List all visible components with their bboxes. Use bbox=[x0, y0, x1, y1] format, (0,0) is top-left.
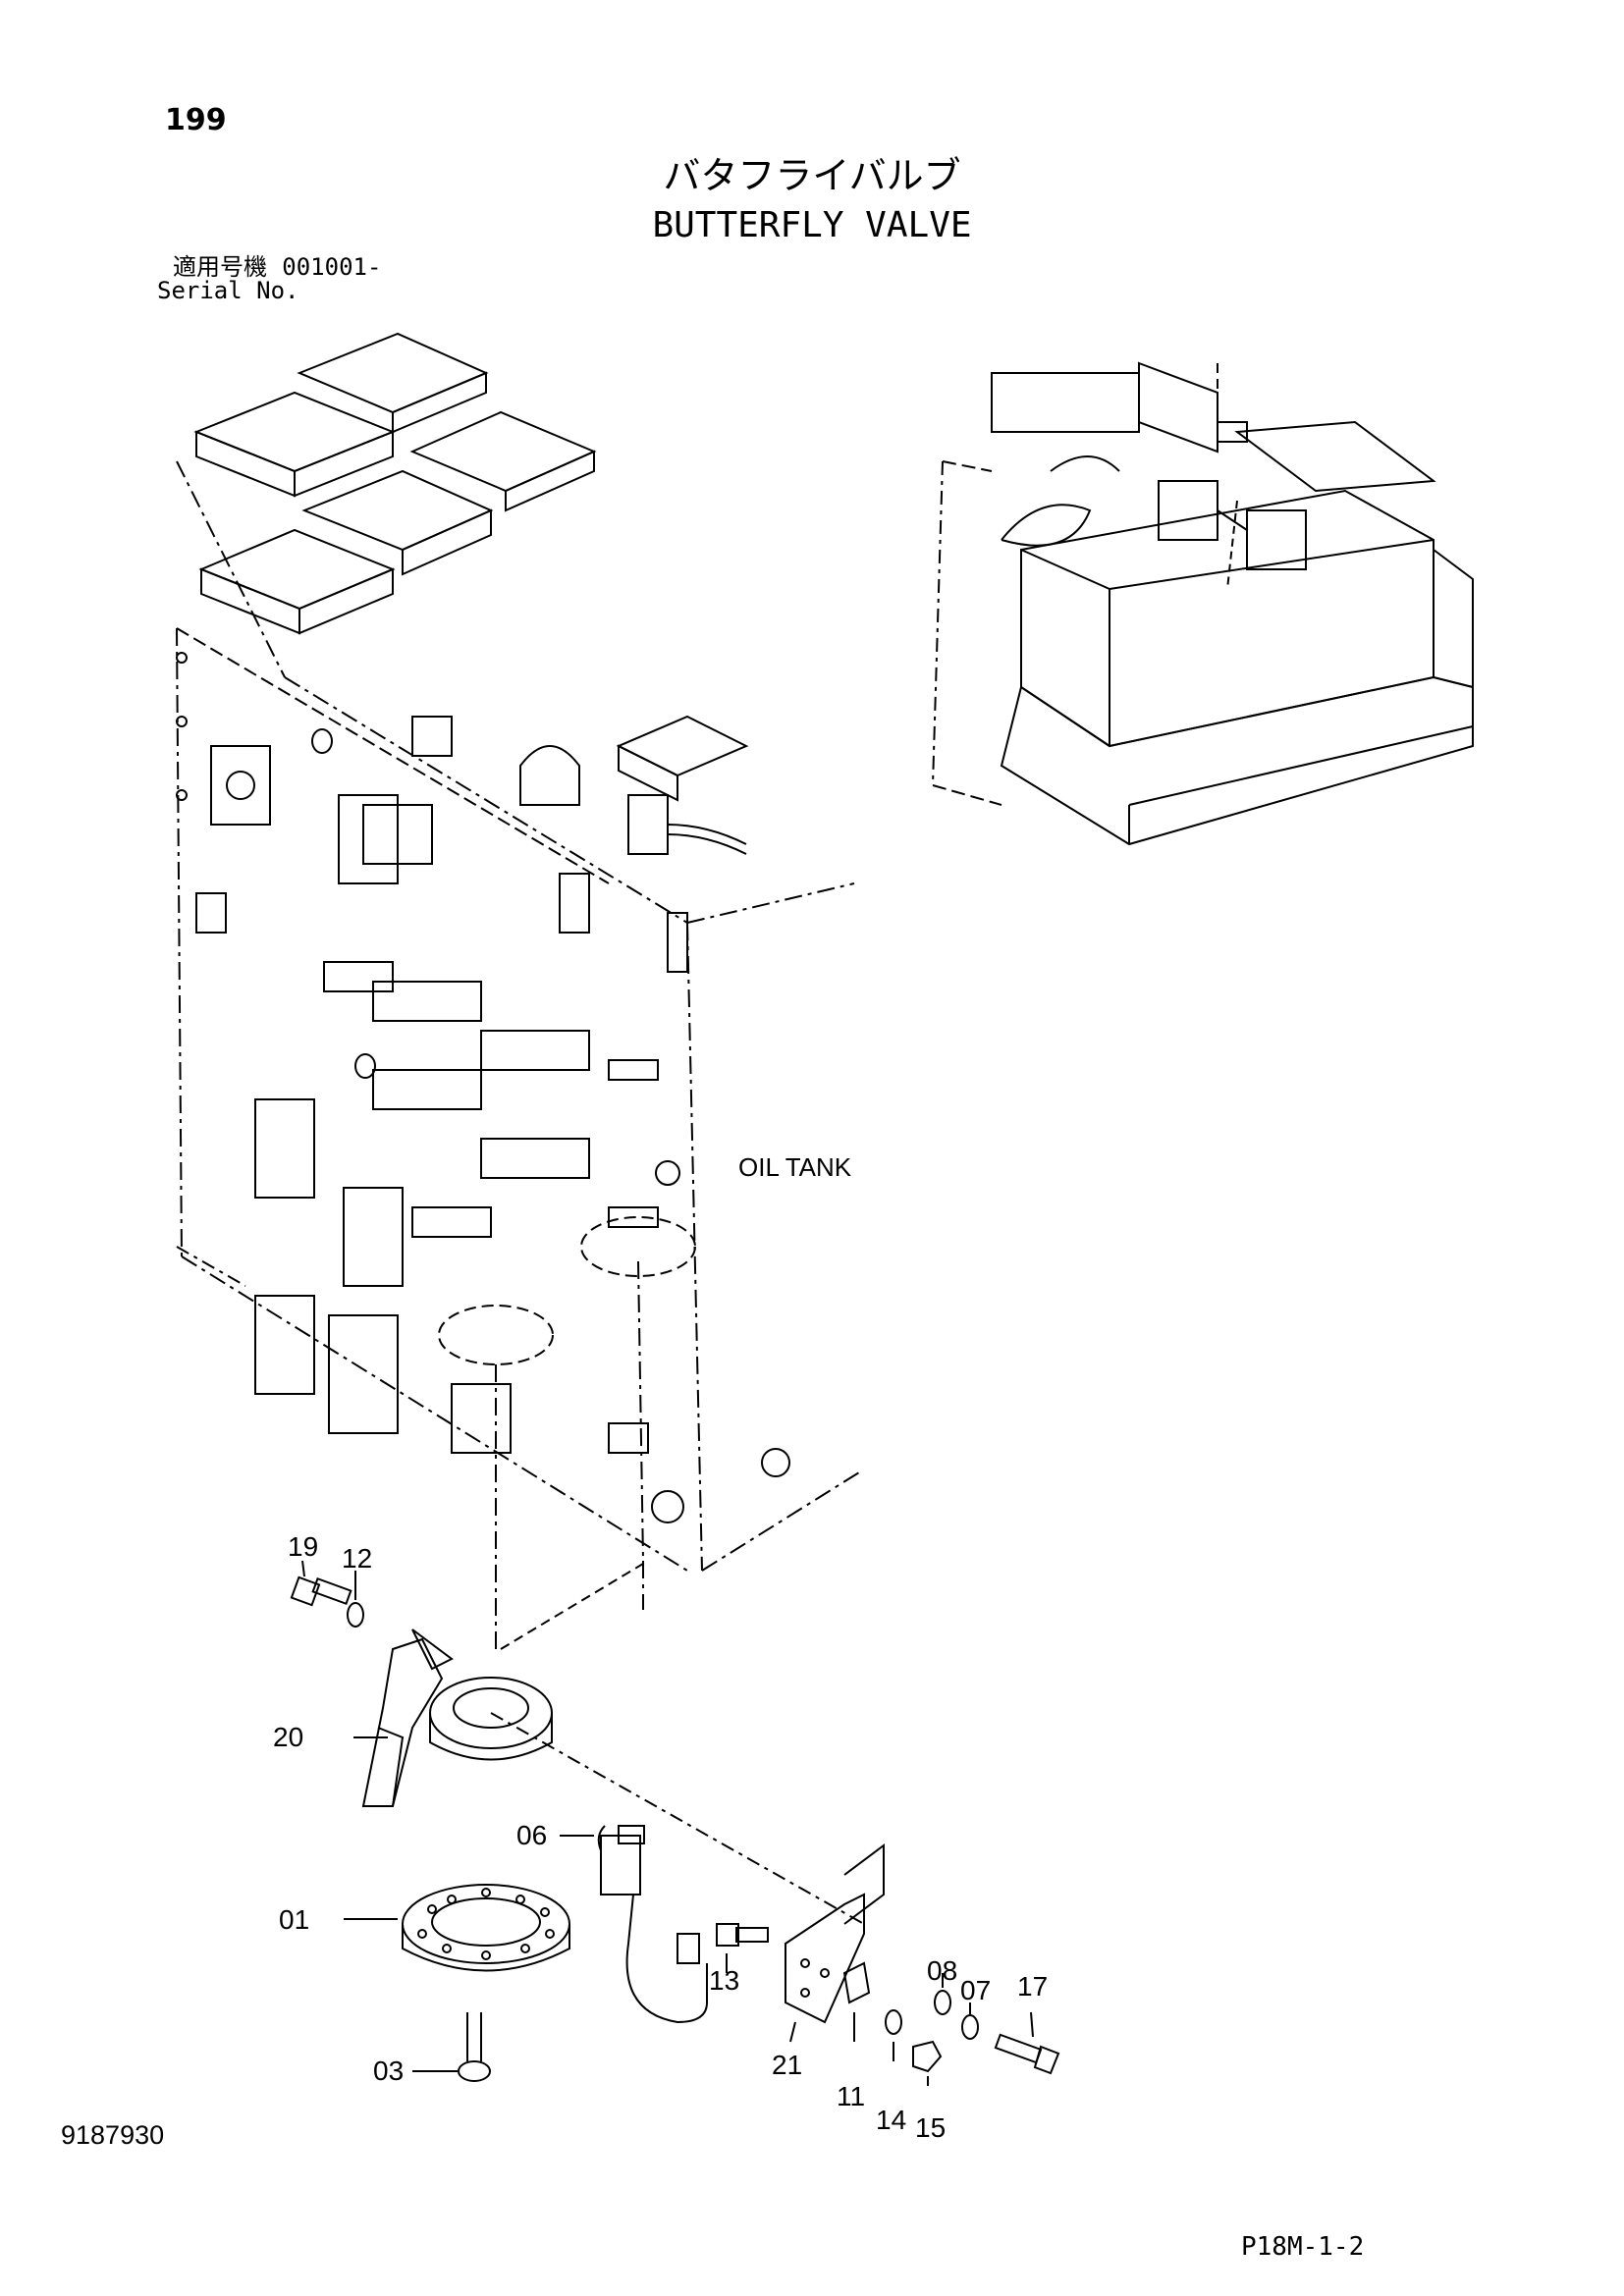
callout-14: 14 bbox=[876, 2105, 907, 2135]
callout-03: 03 bbox=[373, 2056, 405, 2086]
serial-range: 001001- bbox=[282, 253, 382, 281]
machine-overview-illustration bbox=[932, 361, 1474, 846]
top-plates bbox=[176, 332, 749, 884]
callout-12: 12 bbox=[342, 1543, 373, 1574]
callout-13: 13 bbox=[709, 1965, 740, 1996]
page-title-japanese: バタフライバルブ bbox=[663, 154, 961, 197]
bolt-19 bbox=[290, 1560, 352, 1607]
washer-08 bbox=[934, 1990, 951, 2015]
oil-tank-label: OIL TANK bbox=[738, 1152, 852, 1182]
callout-01: 01 bbox=[279, 1904, 310, 1935]
bolt-03 bbox=[458, 2012, 491, 2082]
bracket-21 bbox=[785, 1843, 885, 2024]
washer-12 bbox=[347, 1602, 364, 1628]
bolt-13 bbox=[716, 1923, 769, 1947]
frame-brackets bbox=[176, 652, 790, 1523]
callout-20: 20 bbox=[273, 1722, 304, 1752]
callout-07: 07 bbox=[960, 1975, 992, 2005]
sensor-06 bbox=[597, 1825, 708, 2024]
bolt-17 bbox=[994, 2033, 1060, 2075]
callout-21: 21 bbox=[772, 2050, 803, 2080]
washer-14 bbox=[885, 2009, 902, 2035]
callout-17: 17 bbox=[1017, 1971, 1049, 2002]
callout-08: 08 bbox=[927, 1955, 958, 1986]
callout-11: 11 bbox=[837, 2081, 866, 2111]
tank-opening-upper bbox=[580, 1216, 696, 1277]
tank-opening-lower bbox=[438, 1305, 554, 1365]
callout-06: 06 bbox=[516, 1820, 548, 1850]
guide-line-left bbox=[176, 1246, 246, 1287]
nut-15 bbox=[912, 2040, 943, 2073]
callout-19: 19 bbox=[288, 1531, 319, 1562]
flange-01 bbox=[402, 1884, 570, 1972]
page-number: 199 bbox=[165, 103, 227, 137]
page-reference: P18M-1-2 bbox=[1241, 2232, 1365, 2262]
page-title-english: BUTTERFLY VALVE bbox=[652, 205, 972, 245]
oil-tank-frame bbox=[176, 460, 860, 1649]
document-number: 9187930 bbox=[61, 2120, 165, 2150]
clip-11 bbox=[842, 1961, 871, 2004]
serial-label-english: Serial No. bbox=[157, 277, 299, 304]
callout-15: 15 bbox=[915, 2112, 947, 2143]
serial-label-japanese: 適用号機 001001- bbox=[173, 255, 381, 279]
serial-label-jp-text: 適用号機 bbox=[173, 253, 267, 281]
washer-07 bbox=[961, 2014, 979, 2040]
butterfly-valve-20 bbox=[353, 1629, 553, 1807]
